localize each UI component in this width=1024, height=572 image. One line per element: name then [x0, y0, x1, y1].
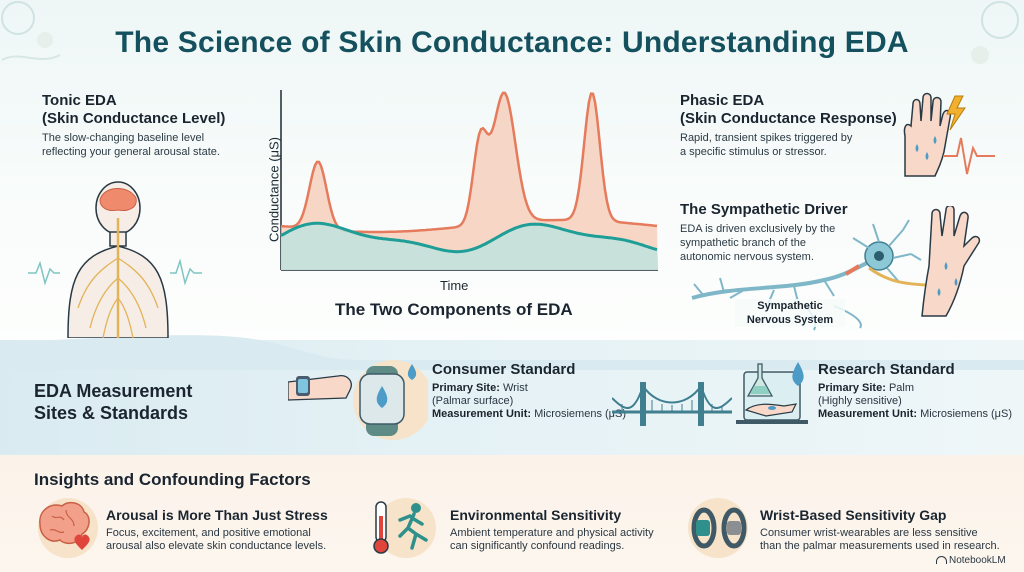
research-palm-icon — [736, 362, 808, 424]
brand-name: NotebookLM — [949, 555, 1006, 566]
consumer-site-value: Wrist — [502, 382, 528, 394]
insight-wrist-description: Consumer wrist-wearables are less sensit… — [760, 527, 1000, 553]
tonic-heading-line2: (Skin Conductance Level) — [42, 110, 226, 127]
sympathetic-heading: The Sympathetic Driver — [680, 201, 848, 218]
research-unit-label: Measurement Unit: — [818, 408, 918, 420]
research-site-note: (Highly sensitive) — [818, 395, 902, 407]
insight-arousal-title: Arousal is More Than Just Stress — [106, 507, 328, 523]
phasic-description-line2: a specific stimulus or stressor. — [680, 146, 827, 158]
research-unit-value: Microsiemens (μS) — [920, 408, 1012, 420]
phasic-description: Rapid, transient spikes triggered by a s… — [680, 131, 852, 159]
sympathetic-description-line3: autonomic nervous system. — [680, 251, 814, 263]
phasic-description-line1: Rapid, transient spikes triggered by — [680, 132, 853, 144]
sweaty-hand-spike-icon — [903, 92, 995, 177]
sympathetic-description: EDA is driven exclusively by the sympath… — [680, 222, 835, 264]
chart-caption: The Two Components of EDA — [335, 300, 573, 319]
consumer-site-note: (Palmar surface) — [432, 395, 514, 407]
thermometer-runner-icon — [373, 498, 436, 558]
tonic-description-line2: reflecting your general arousal state. — [42, 146, 220, 158]
research-site-value: Palm — [888, 382, 914, 394]
research-site-label: Primary Site: — [818, 382, 886, 394]
corner-decoration-right — [971, 1, 1019, 64]
sympathetic-label-line1: Sympathetic — [757, 300, 823, 312]
measurement-heading-line1: EDA Measurement — [34, 381, 193, 401]
sympathetic-description-line1: EDA is driven exclusively by the — [680, 223, 836, 235]
tonic-series-line — [280, 221, 658, 254]
research-standard-details: Primary Site: Palm (Highly sensitive) Me… — [818, 382, 1012, 421]
insight-environment-line2: can significantly confound readings. — [450, 540, 625, 552]
insight-arousal-line2: arousal also elevate skin conductance le… — [106, 540, 327, 552]
corner-decoration-left — [1, 1, 61, 61]
tonic-heading-line1: Tonic EDA — [42, 92, 117, 109]
consumer-standard-details: Primary Site: Wrist (Palmar surface) Mea… — [432, 382, 626, 421]
insights-section-background — [0, 455, 1024, 572]
chart-x-label: Time — [440, 278, 469, 293]
research-standard-title: Research Standard — [818, 361, 955, 378]
tonic-series-area — [281, 223, 658, 270]
phasic-series-area — [281, 92, 658, 271]
sympathetic-label-line2: Nervous System — [746, 314, 834, 326]
sympathetic-neuron-icon — [691, 206, 981, 331]
measurement-heading-line2: Sites & Standards — [34, 403, 189, 423]
brand-footer: NotebookLM — [936, 555, 1006, 566]
insight-wrist-line1: Consumer wrist-wearables are less sensit… — [760, 527, 978, 539]
human-nervous-system-icon — [28, 181, 202, 338]
bridge-icon — [612, 382, 732, 426]
band-wave-decoration — [0, 335, 1024, 370]
insight-environment-description: Ambient temperature and physical activit… — [450, 527, 654, 553]
tonic-description: The slow-changing baseline level reflect… — [42, 131, 220, 159]
consumer-unit-label: Measurement Unit: — [432, 408, 532, 420]
phasic-heading-line2: (Skin Conductance Response) — [680, 110, 897, 127]
insight-arousal-line1: Focus, excitement, and positive emotiona… — [106, 527, 311, 539]
chart-y-label: Conductance (μS) — [266, 136, 282, 243]
brain-heart-icon — [38, 498, 98, 558]
phasic-heading-line1: Phasic EDA — [680, 92, 765, 109]
consumer-site-label: Primary Site: — [432, 382, 500, 394]
tonic-heading: Tonic EDA (Skin Conductance Level) — [42, 92, 225, 128]
insight-environment-line1: Ambient temperature and physical activit… — [450, 527, 654, 539]
insight-arousal-description: Focus, excitement, and positive emotiona… — [106, 527, 326, 553]
wrist-watch-icon — [288, 360, 428, 440]
notebooklm-logo-icon — [936, 556, 947, 565]
insight-wrist-title: Wrist-Based Sensitivity Gap — [760, 507, 947, 523]
sympathetic-description-line2: sympathetic branch of the — [680, 237, 806, 249]
consumer-standard-title: Consumer Standard — [432, 361, 576, 378]
tonic-description-line1: The slow-changing baseline level — [42, 132, 205, 144]
eda-components-chart — [280, 90, 658, 271]
consumer-unit-value: Microsiemens (μS) — [534, 408, 626, 420]
measurement-heading: EDA Measurement Sites & Standards — [34, 380, 192, 424]
insight-environment-title: Environmental Sensitivity — [450, 507, 622, 523]
insights-heading: Insights and Confounding Factors — [34, 470, 311, 489]
insight-wrist-line2: than the palmar measurements used in res… — [760, 540, 1000, 552]
page-title: The Science of Skin Conductance: Underst… — [115, 26, 909, 59]
phasic-heading: Phasic EDA (Skin Conductance Response) — [680, 92, 897, 128]
wristband-icon — [688, 498, 748, 558]
sympathetic-label: Sympathetic Nervous System — [735, 299, 845, 327]
